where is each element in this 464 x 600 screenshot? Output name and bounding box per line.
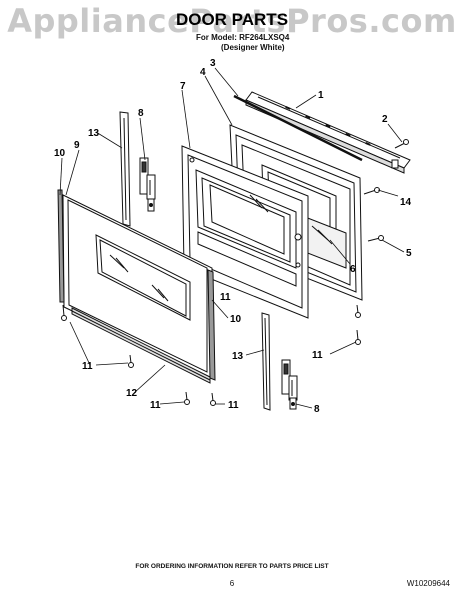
gasket-strip-part: [233, 94, 363, 162]
callout-8-upper: 8: [138, 108, 144, 119]
hinge-part-upper: [139, 157, 156, 212]
model-line: For Model: RF264LXSQ4: [196, 33, 290, 42]
callout-11-b: 11: [150, 400, 161, 411]
watermark: AppliancePartsPros.com: [7, 2, 457, 40]
callout-10-left: 10: [54, 148, 66, 159]
screw-part-2: [394, 139, 409, 149]
callout-10-right: 10: [230, 314, 242, 325]
screw-part-11-b: [128, 354, 134, 368]
screw-part-11-d: [210, 392, 216, 406]
callout-13-upper: 13: [88, 128, 100, 139]
screw-part-11-f: [355, 304, 361, 318]
ordering-note: FOR ORDERING INFORMATION REFER TO PARTS …: [135, 563, 329, 570]
callout-11-c: 11: [228, 400, 239, 411]
callout-11-e: 11: [220, 292, 231, 303]
screw-part-11-e: [355, 329, 361, 345]
page-number: 6: [229, 579, 235, 588]
callout-labels: 1 2 3 4 5 6 7 8 8 9 10 10 11 11 11 11 11…: [54, 58, 412, 415]
callout-13-lower: 13: [232, 351, 244, 362]
callout-6: 6: [350, 264, 356, 275]
callout-11-d: 11: [312, 350, 323, 361]
callout-4: 4: [200, 67, 206, 78]
door-edge-strip-right: [207, 269, 216, 381]
callout-8-lower: 8: [314, 404, 320, 415]
vent-trim-part: [245, 91, 411, 174]
spacer-strip-part-lower: [261, 312, 271, 411]
bottom-trim-part: [71, 307, 211, 384]
callout-9: 9: [74, 140, 80, 151]
variant-line: (Designer White): [221, 43, 285, 52]
callout-2: 2: [382, 114, 388, 125]
callout-3: 3: [210, 58, 216, 69]
screw-part-5: [367, 235, 384, 242]
screw-part-11-a: [61, 304, 67, 321]
callout-12: 12: [126, 388, 138, 399]
callout-7: 7: [180, 81, 186, 92]
callout-5: 5: [406, 248, 412, 259]
callout-1: 1: [318, 90, 324, 101]
leader-lines: [59, 67, 405, 409]
callout-11-a: 11: [82, 361, 93, 372]
screw-part-11-c: [184, 391, 190, 405]
screw-part-14: [363, 187, 380, 195]
hinge-part-lower: [281, 359, 298, 410]
spacer-strip-part-upper: [119, 111, 131, 227]
document-code: W10209644: [406, 579, 450, 588]
page-title: DOOR PARTS: [175, 10, 289, 29]
callout-14: 14: [400, 197, 412, 208]
